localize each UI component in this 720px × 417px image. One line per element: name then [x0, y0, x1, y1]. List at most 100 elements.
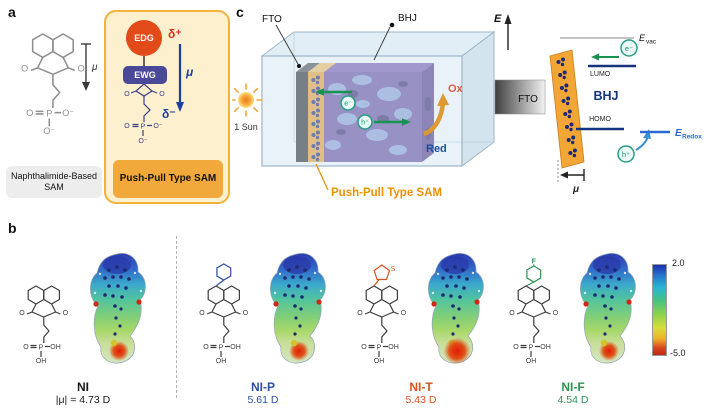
box-front-face — [261, 55, 463, 167]
atom-oh: OH — [230, 344, 241, 351]
bhj-leader-dot — [389, 22, 395, 28]
bhj-slab — [324, 63, 434, 162]
colorbar-max: 2.0 — [672, 258, 685, 268]
panel-a-label: a — [8, 4, 16, 20]
red-label: Red — [426, 143, 447, 155]
panel-b: b OH OH NI |μ| = 4.73 D — [0, 220, 720, 417]
eredox-sub: Redox — [682, 134, 702, 141]
dipole-arrow — [81, 43, 91, 91]
naphthalimide-sam-caption: Naphthalimide-Based SAM — [6, 166, 102, 198]
bhj-leader-line — [373, 26, 391, 61]
atom-o-minus: O⁻ — [43, 126, 55, 136]
fto-energy-block — [494, 79, 546, 115]
fto-label: FTO — [262, 14, 282, 25]
ni-structure: OH OH — [18, 285, 70, 365]
electron-label: e⁻ — [344, 101, 352, 108]
molecule-group-ni: OH OH NI |μ| = 4.73 D — [8, 248, 158, 406]
sam-energy-strip — [549, 49, 585, 169]
ni-t-structure: S OH OH — [356, 264, 408, 365]
sam-caption-leader — [315, 163, 329, 191]
atom-p: P — [141, 124, 146, 131]
esp-colorbar — [652, 264, 667, 356]
divider-dashed — [176, 236, 177, 398]
delta-minus-label: δ⁻ — [162, 107, 176, 121]
panel-b-label: b — [8, 220, 17, 236]
phenyl-ring — [215, 263, 232, 287]
hole-circle — [357, 114, 373, 130]
photoelectrode-scheme: FTO BHJ 1 Sun e⁻ h⁺ — [232, 13, 702, 199]
molecule-group-ni-p: OH OH NI-P 5.61 D — [188, 248, 338, 406]
ni-p-graphics: OH OH — [188, 248, 338, 378]
bhj-energy-label: BHJ — [593, 89, 618, 103]
thiophene-ring — [373, 264, 391, 287]
ni-f-dipole: 4.54 D — [557, 394, 589, 406]
fto-slab — [296, 63, 320, 162]
fto-energy-label: FTO — [518, 94, 538, 105]
atom-oh: OH — [216, 358, 227, 365]
atom-o-minus: O⁻ — [62, 108, 74, 118]
ni-f-graphics: F OH OH — [498, 248, 648, 378]
atom-oh: OH — [526, 358, 537, 365]
ni-t-esp-map — [427, 252, 484, 365]
atom-o: O — [124, 91, 130, 98]
evac-label: E — [639, 33, 646, 43]
atom-o: O — [159, 91, 165, 98]
push-pull-diagram: δ⁺ δ⁻ μ O O O P O⁻ O⁻ — [124, 27, 194, 145]
lumo-label: LUMO — [590, 71, 611, 78]
atom-oh: OH — [36, 358, 47, 365]
atom-o: O — [124, 123, 130, 130]
fto-leader-line — [275, 24, 299, 65]
bhj-label: BHJ — [398, 13, 417, 24]
energy-axis-label: E — [494, 13, 502, 25]
sam-dipole-arrow — [557, 160, 585, 184]
homo-label: HOMO — [589, 116, 611, 123]
ni-p-dipole: 5.61 D — [247, 394, 279, 406]
electron-label-energy: e⁻ — [625, 44, 633, 53]
hole-transfer-arrow — [374, 118, 411, 126]
ni-esp-map — [89, 252, 146, 364]
ni-f-name: NI-F — [561, 380, 585, 394]
dipole-arrow-blue — [176, 44, 184, 112]
electron-circle-energy — [620, 39, 638, 57]
ni-p-esp-map — [269, 252, 326, 364]
energy-diagram: E E vac FTO LUMO e⁻ BHJ HOMO — [494, 13, 702, 195]
electron-circle — [340, 95, 356, 111]
ni-name: NI — [77, 380, 89, 394]
panel-c: c — [232, 4, 720, 218]
colorbar-min: -5.0 — [670, 348, 686, 358]
atom-oh: OH — [540, 344, 551, 351]
evac-sub: vac — [646, 39, 657, 46]
ni-skeleton: O⁻ O⁻ — [20, 33, 86, 136]
electron-injection-arrow — [591, 53, 619, 61]
sam-slab — [308, 63, 336, 162]
mu-label: μ — [91, 62, 98, 73]
edg-badge: EDG — [126, 20, 162, 56]
fto-leader-dot — [297, 64, 301, 68]
hole-label-energy: h⁺ — [622, 150, 630, 159]
ni-graphics: OH OH — [8, 248, 158, 378]
delta-plus-label: δ⁺ — [168, 27, 182, 41]
atom-o-minus: O⁻ — [138, 138, 147, 145]
ni-t-dipole: 5.43 D — [405, 394, 437, 406]
hole-label: h⁺ — [361, 120, 369, 127]
bhj-domains — [325, 75, 412, 155]
ni-f-esp-map — [579, 252, 636, 364]
atom-oh: OH — [50, 344, 61, 351]
fluorophenyl-ring — [525, 264, 542, 287]
push-pull-sam-caption: Push-Pull Type SAM — [113, 160, 223, 198]
sun-icon — [232, 83, 263, 117]
ni-p-structure: OH OH — [198, 263, 250, 365]
panel-a: a O⁻ O⁻ μ Naphthalimide-Based SAM — [6, 4, 232, 216]
molecule-group-ni-f: F OH OH NI-F 4.54 D — [498, 248, 648, 406]
atom-oh: OH — [388, 344, 399, 351]
ni-dipole: |μ| = 4.73 D — [55, 394, 111, 406]
hole-circle-energy — [617, 145, 635, 163]
push-pull-sam-label: Push-Pull Type SAM — [331, 187, 442, 199]
atom-s: S — [391, 266, 396, 273]
panel-c-label: c — [236, 4, 244, 20]
one-sun-label: 1 Sun — [234, 122, 258, 132]
ni-t-name: NI-T — [409, 380, 433, 394]
ni-p-name: NI-P — [251, 380, 275, 394]
electrolyte-box — [260, 31, 496, 167]
